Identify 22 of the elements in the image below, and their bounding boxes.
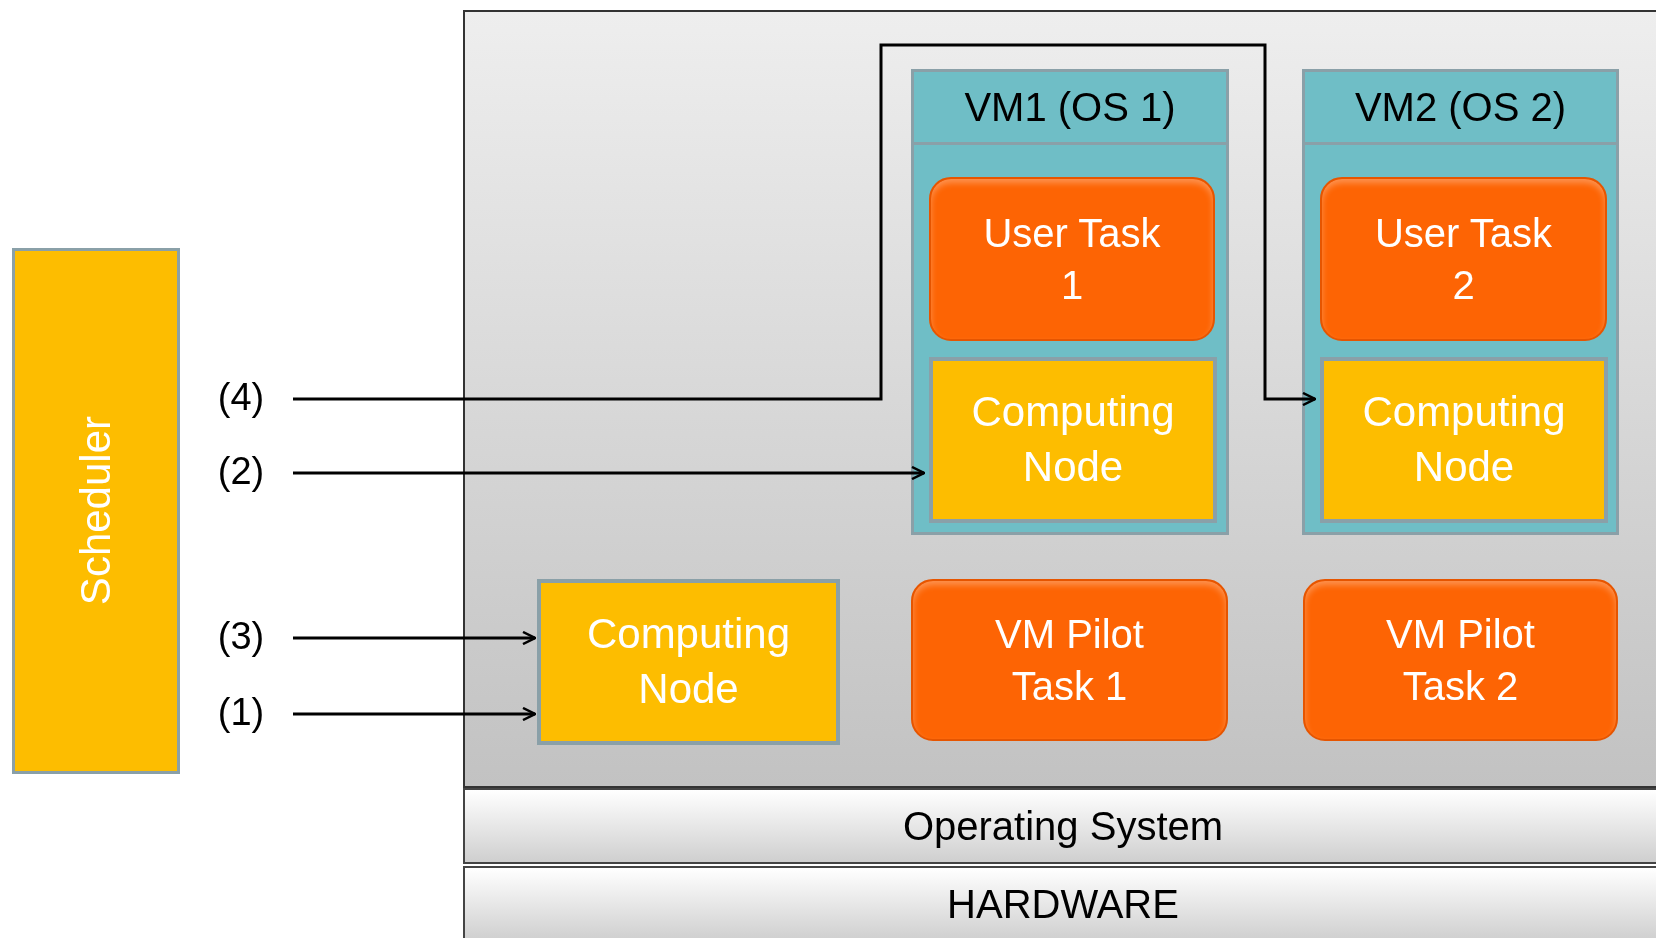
layer-band: HARDWARE: [463, 866, 1656, 938]
layer-band: Operating System: [463, 788, 1656, 864]
vm-container: [911, 69, 1229, 535]
vm-header: VM2 (OS 2): [1305, 72, 1616, 145]
computing-node-box: Computing Node: [929, 357, 1217, 523]
arrow: [293, 43, 1317, 407]
arrow: [293, 706, 537, 722]
task-box: VM Pilot Task 1: [911, 579, 1228, 741]
task-box: User Task 2: [1320, 177, 1607, 341]
task-box: VM Pilot Task 2: [1303, 579, 1618, 741]
step-number: (2): [206, 446, 276, 498]
arrow: [293, 465, 926, 481]
arrow: [293, 630, 537, 646]
computing-node-box: Computing Node: [537, 579, 840, 745]
step-number: (4): [206, 372, 276, 424]
computing-node-box: Computing Node: [1320, 357, 1608, 523]
step-number: (1): [206, 687, 276, 739]
task-box: User Task 1: [929, 177, 1215, 341]
scheduler-box: Scheduler: [12, 248, 180, 774]
vm-header: VM1 (OS 1): [914, 72, 1226, 145]
vm-container: [1302, 69, 1619, 535]
step-number: (3): [206, 611, 276, 663]
